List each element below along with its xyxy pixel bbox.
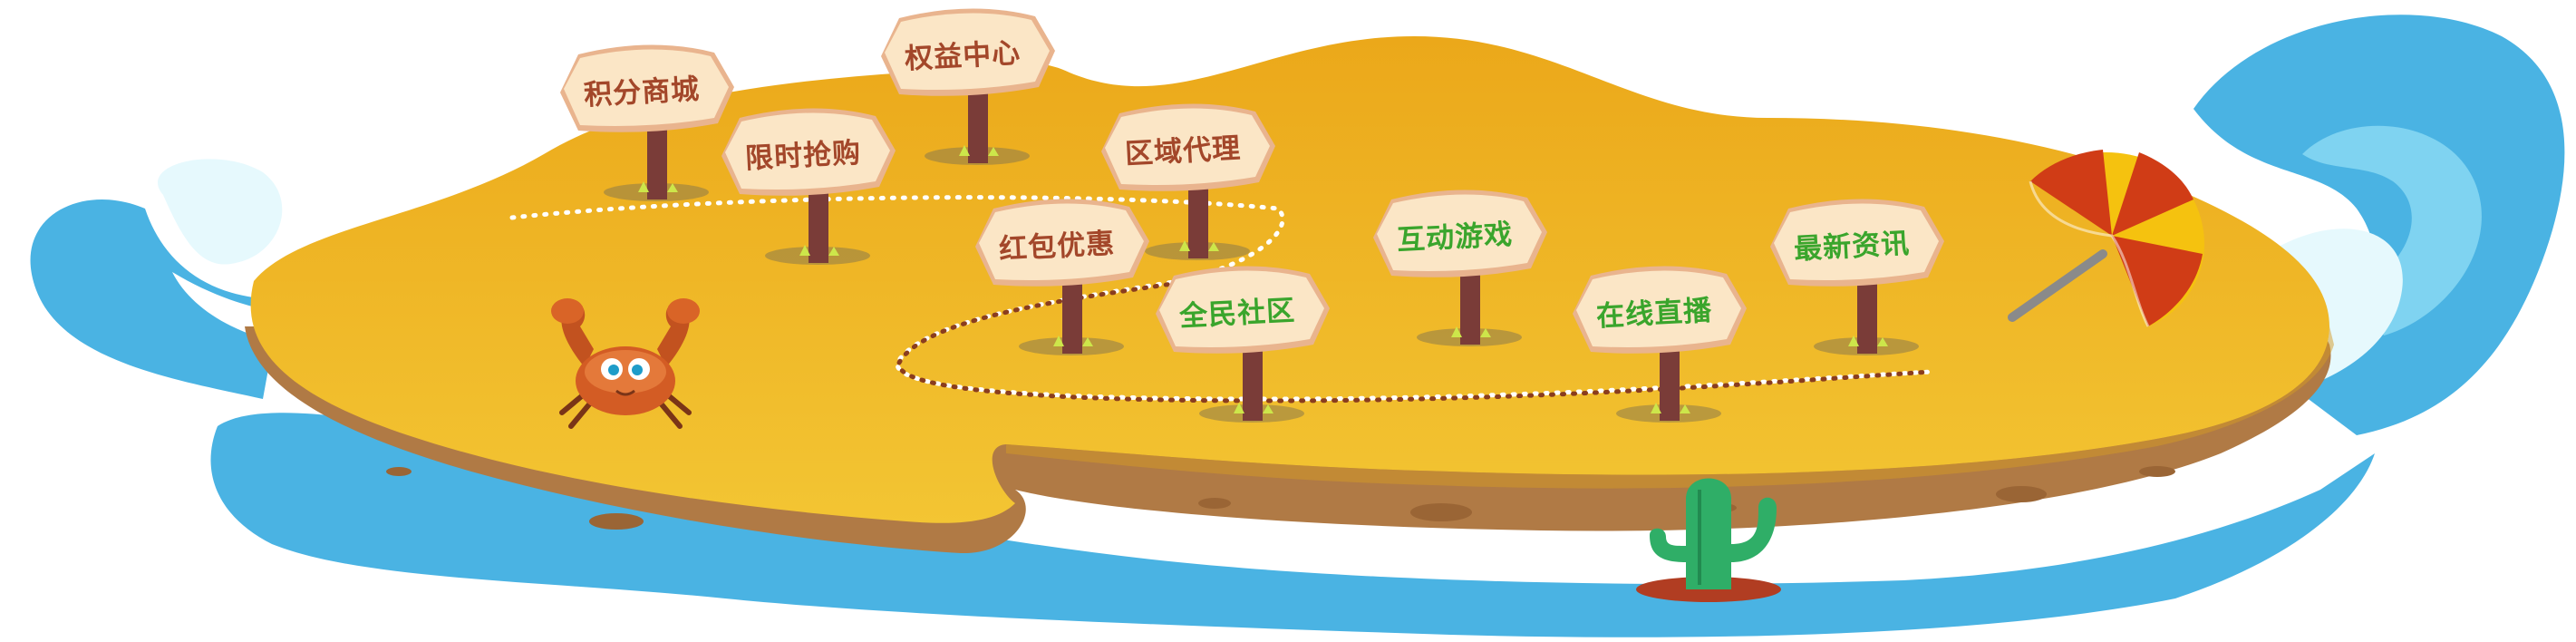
sign-quanmin-shequ[interactable]: 全民社区 bbox=[1147, 258, 1330, 466]
sign-xianshi-qianggou[interactable]: 限时抢购 bbox=[712, 100, 896, 308]
sign-zaixian-zhibo[interactable]: 在线直播 bbox=[1564, 258, 1747, 466]
sign-quanyi-zhongxin[interactable]: 权益中心 bbox=[872, 0, 1055, 209]
sign-hongbao-youhui[interactable]: 红包优惠 bbox=[966, 190, 1149, 399]
sign-zuixin-zixun[interactable]: 最新资讯 bbox=[1761, 190, 1944, 399]
sign-hudong-youxi[interactable]: 互动游戏 bbox=[1364, 181, 1547, 390]
crab-icon bbox=[551, 298, 700, 429]
sign-jifen-shangcheng[interactable]: 积分商城 bbox=[551, 36, 734, 245]
beach-umbrella-icon bbox=[2008, 150, 2204, 327]
cactus-icon bbox=[1636, 478, 1781, 602]
sign-quyu-daili[interactable]: 区域代理 bbox=[1092, 95, 1275, 304]
